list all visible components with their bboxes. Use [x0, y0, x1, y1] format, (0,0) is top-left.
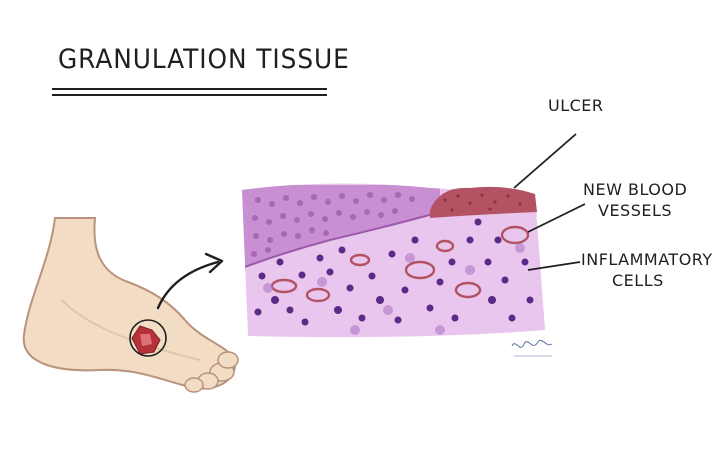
arrow-icon [156, 252, 224, 310]
signature-icon [511, 339, 553, 357]
inflam-label-line1: INFLAMMATORY [581, 250, 713, 269]
wound-icon [131, 325, 161, 355]
tissue-section [242, 183, 545, 338]
inflam-leader-line [527, 261, 581, 271]
magnifier-circle-icon [129, 319, 167, 357]
blood-vessel [500, 225, 530, 245]
blood-vessel [349, 253, 371, 267]
vessels-label-line1: NEW BLOOD [583, 180, 688, 199]
blood-vessel [404, 260, 436, 280]
ulcer-leader-line [513, 133, 577, 189]
inflam-label-line2: CELLS [612, 271, 664, 290]
title-underline-bottom [52, 94, 327, 96]
vessels-leader-line [527, 203, 586, 233]
vessels-label-line2: VESSELS [598, 201, 673, 220]
ulcer-label: ULCER [548, 96, 604, 115]
title-underline-top [52, 88, 327, 90]
blood-vessel [454, 281, 482, 299]
foot-icon [22, 217, 239, 393]
page-title: GRANULATION TISSUE [58, 44, 350, 75]
blood-vessel [435, 239, 455, 253]
blood-vessels [270, 225, 530, 303]
ulcer-crust [430, 186, 537, 218]
inflammatory-cells [254, 218, 534, 326]
blood-vessel [305, 287, 331, 303]
